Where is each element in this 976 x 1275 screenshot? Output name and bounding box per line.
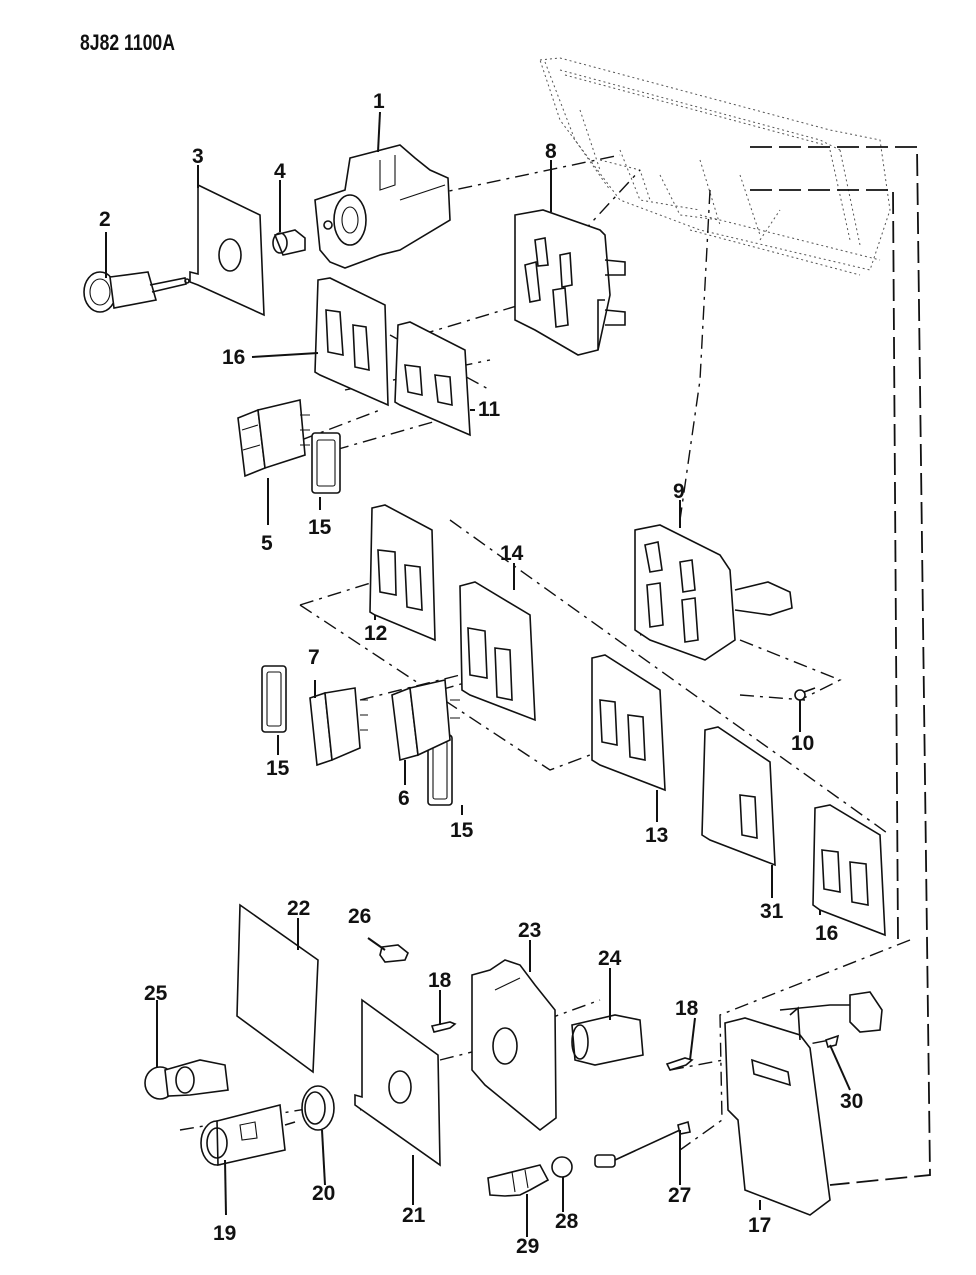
part-17-electronic-module [724,991,883,1216]
callout-18a: 18 [428,969,452,992]
callout-24: 24 [598,947,622,970]
callout-23: 23 [518,919,541,942]
part-29-bulb-holder [487,1164,550,1197]
part-3-bezel-plate [189,183,265,317]
part-28-bulb [551,1156,573,1178]
part-13-switch-plate [591,654,666,792]
callout-2: 2 [99,208,111,231]
callout-4: 4 [274,160,286,183]
part-8-switch-housing [514,209,626,356]
part-9-switch-housing [634,524,793,661]
callout-30: 30 [840,1090,863,1113]
part-18-screw-a [430,1021,457,1033]
callout-15b: 15 [266,757,290,780]
callout-5: 5 [261,532,273,555]
part-12-switch-plate [369,504,436,642]
part-30-bulb [825,1034,840,1048]
callout-11: 11 [478,398,501,421]
part-26-clip [379,944,409,963]
callout-14: 14 [500,542,524,565]
part-15-bezel-b [261,665,287,733]
part-27-wire-lead [594,1120,691,1168]
callout-9: 9 [673,480,685,503]
callout-10: 10 [791,732,814,755]
part-31-switch-plate [701,726,776,867]
part-1-headlamp-switch [314,144,451,269]
part-18-screw-b [665,1057,694,1071]
callout-18b: 18 [675,997,699,1020]
callout-31: 31 [760,900,784,923]
callout-22: 22 [287,897,310,920]
callout-leaders [105,111,851,1237]
part-15-bezel-c [427,734,453,806]
part-21-lighter-bezel [354,998,441,1167]
callout-7: 7 [308,646,320,669]
callout-12: 12 [364,622,387,645]
callout-26: 26 [348,905,371,928]
part-20-retaining-ring [301,1085,335,1131]
callout-19: 19 [213,1222,236,1245]
callout-labels: 1 2 3 4 8 16 11 5 15 9 12 14 7 15 6 15 1… [99,90,863,1258]
part-19-lighter-housing [200,1103,296,1166]
part-6-rocker-switch [391,679,460,762]
part-16-bezel-lower [812,804,886,937]
part-14-switch-plate [460,582,536,722]
part-4-nut [272,229,306,256]
callout-21: 21 [402,1204,426,1227]
callout-3: 3 [192,145,204,168]
part-24-lamp-socket [571,1014,644,1066]
part-2-headlamp-knob [83,271,190,313]
callout-16a: 16 [222,346,245,369]
callout-17: 17 [748,1214,771,1237]
callout-25: 25 [144,982,168,1005]
part-23-lighter-bracket [471,959,557,1132]
callout-16b: 16 [815,922,838,945]
callout-15a: 15 [308,516,332,539]
document-code: 8J82 1100A [80,30,175,55]
part-7-rocker-switch [309,687,368,767]
callout-29: 29 [516,1235,539,1258]
part-5-rocker-switch [237,399,310,478]
part-15-bezel-a [311,432,341,494]
callout-20: 20 [312,1182,335,1205]
callout-15c: 15 [450,819,474,842]
callout-8: 8 [545,140,557,163]
part-11-switch-plate [394,321,471,437]
part-16-bezel-upper [314,277,389,407]
callout-1: 1 [373,90,385,113]
callout-27: 27 [668,1184,691,1207]
part-22-trim-plate [236,903,319,1074]
callout-28: 28 [555,1210,579,1233]
callout-13: 13 [645,824,668,847]
callout-6: 6 [398,787,410,810]
part-25-lighter-element [144,1059,229,1100]
